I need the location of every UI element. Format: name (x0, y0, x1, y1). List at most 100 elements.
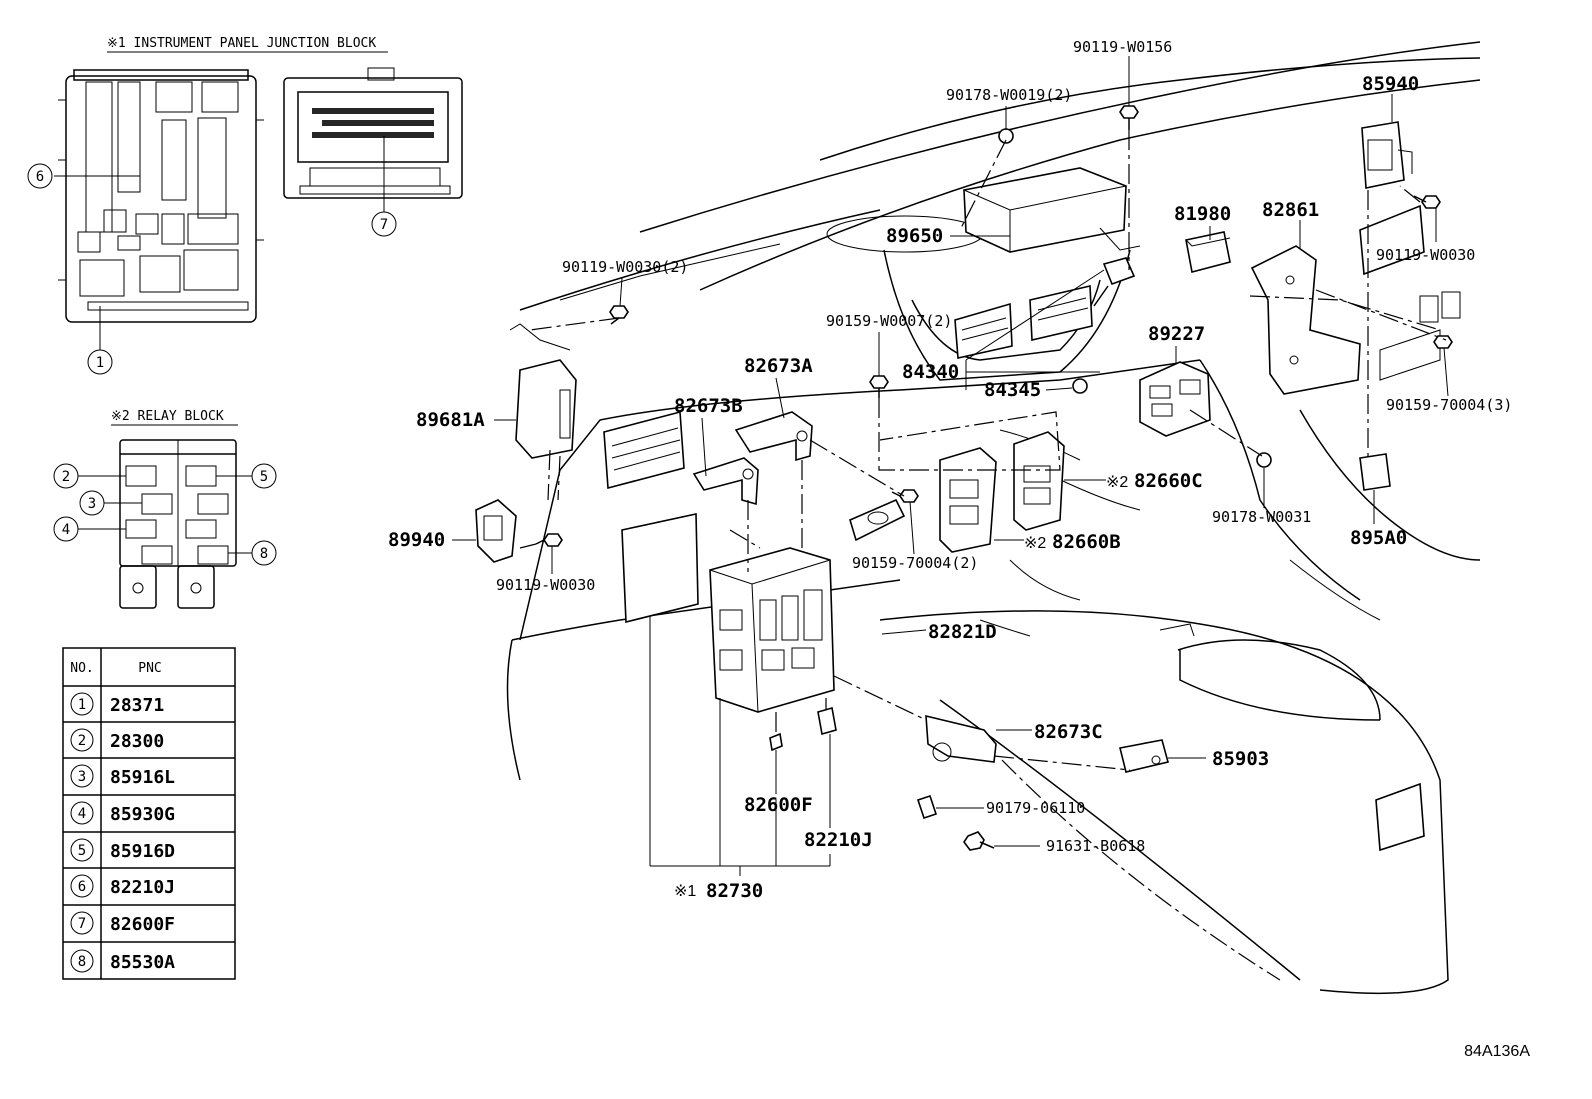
dashboard-outline (506, 41, 1481, 995)
table-row: 1 28371 (70, 692, 164, 716)
part-89650-module (963, 167, 1141, 253)
svg-text:85530A: 85530A (110, 952, 175, 973)
table-row: 6 82210J (70, 874, 175, 898)
part-ecu-plate (621, 513, 699, 624)
callout-8: 8 (260, 546, 268, 562)
label-82673b: 82673B (674, 395, 743, 417)
mark-2-82660c: ※2 (1106, 474, 1128, 491)
label-81980: 81980 (1174, 203, 1231, 225)
label-90159-70004-2: 90159-70004(2) (852, 554, 978, 572)
svg-text:28300: 28300 (110, 731, 164, 752)
callout-7: 7 (380, 217, 388, 233)
part-82210j-relay (817, 706, 837, 736)
part-90119-w0030-bolt-left (535, 533, 563, 547)
label-85940: 85940 (1362, 73, 1419, 95)
label-90119-w0156: 90119-W0156 (1073, 38, 1172, 56)
callout-2: 2 (62, 469, 70, 485)
svg-text:2: 2 (78, 733, 86, 749)
part-91631-b0618-bolt (963, 831, 995, 851)
junction-block-top-view (283, 67, 463, 199)
table-row: 2 28300 (70, 728, 164, 752)
junction-block-legend: ※1 INSTRUMENT PANEL JUNCTION BLOCK (27, 36, 463, 375)
label-89227: 89227 (1148, 323, 1205, 345)
callout-4: 4 (62, 522, 70, 538)
label-82673a: 82673A (744, 355, 813, 377)
part-82600f-fuse (769, 732, 783, 752)
label-89681a: 89681A (416, 409, 485, 431)
label-90119-w0030-left: 90119-W0030 (496, 576, 595, 594)
label-82660b: 82660B (1052, 531, 1121, 553)
assembly-lines (519, 130, 1447, 981)
part-82673a-bracket (734, 411, 813, 462)
svg-text:85916D: 85916D (110, 841, 175, 862)
part-90159-w0007-bolt (869, 375, 889, 398)
callout-5: 5 (260, 469, 268, 485)
svg-text:4: 4 (78, 806, 86, 822)
part-90159-70004-bolt-center (891, 489, 919, 503)
label-90178-w0031: 90178-W0031 (1212, 508, 1311, 526)
label-82600f: 82600F (744, 794, 813, 816)
part-89681a-module (509, 323, 577, 459)
svg-text:3: 3 (78, 769, 86, 785)
svg-text:85916L: 85916L (110, 767, 175, 788)
figure-reference: 84A136A (1464, 1043, 1530, 1060)
table-row: 5 85916D (70, 838, 175, 862)
part-labels: 90119-W0156 90178-W0019(2) 85940 81980 8… (388, 38, 1512, 902)
label-82821d: 82821D (928, 621, 997, 643)
part-90119-w0030-bolt-top (609, 305, 629, 325)
part-90159-70004-bolt-right (1433, 335, 1453, 349)
label-85903: 85903 (1212, 748, 1269, 770)
part-82673c-bracket (925, 714, 997, 763)
relay-block-drawing (119, 439, 237, 609)
part-85940-relay (1361, 121, 1413, 189)
part-82730-junction-block (709, 547, 835, 713)
label-90159-70004-3: 90159-70004(3) (1386, 396, 1512, 414)
callout-6: 6 (36, 169, 44, 185)
label-90159-w0007: 90159-W0007(2) (826, 312, 952, 330)
relay-block-legend: ※2 RELAY BLOCK 2 3 4 (53, 409, 277, 609)
part-84345-clip (1072, 378, 1088, 394)
part-82861-bracket (1250, 245, 1361, 395)
junction-block-title: ※1 INSTRUMENT PANEL JUNCTION BLOCK (107, 36, 376, 51)
part-89227-block (1139, 361, 1211, 437)
label-90119-w0030-right: 90119-W0030 (1376, 246, 1475, 264)
leader-lines (452, 56, 1449, 876)
svg-text:7: 7 (78, 916, 86, 932)
pnc-table: NO. PNC 1 28371 2 28300 3 85916L 4 85930… (62, 647, 236, 980)
label-82210j: 82210J (804, 829, 873, 851)
table-row: 7 82600F (70, 911, 175, 935)
label-90119-w0030-2: 90119-W0030(2) (562, 258, 688, 276)
part-82660b-relay-block (939, 447, 997, 553)
part-89940-sensor (475, 499, 517, 563)
part-85903-relay (1119, 739, 1169, 773)
part-82673b-bracket (692, 457, 759, 506)
parts (475, 105, 1453, 851)
label-90179-06110: 90179-06110 (986, 799, 1085, 817)
junction-block-drawing (58, 69, 264, 323)
label-89940: 89940 (388, 529, 445, 551)
part-90179-06110-nut (916, 794, 938, 820)
part-90119-w0156-bolt (1119, 105, 1139, 130)
table-header-pnc: PNC (138, 661, 161, 676)
table-row: 8 85530A (70, 949, 175, 973)
part-81980-relay (1185, 231, 1231, 273)
part-82660c-relay-block (1013, 431, 1065, 531)
callout-1: 1 (96, 355, 104, 371)
label-84340: 84340 (902, 361, 959, 383)
svg-text:1: 1 (78, 697, 86, 713)
mark-2-82660b: ※2 (1024, 535, 1046, 552)
svg-text:5: 5 (78, 843, 86, 859)
table-row: 3 85916L (70, 764, 175, 788)
callout-3: 3 (88, 496, 96, 512)
part-895a0-relay (1359, 453, 1391, 491)
mark-1-82730: ※1 (674, 883, 696, 900)
svg-text:82210J: 82210J (110, 877, 175, 898)
svg-text:82600F: 82600F (110, 914, 175, 935)
svg-text:85930G: 85930G (110, 804, 175, 825)
table-header-no: NO. (70, 661, 93, 676)
svg-text:8: 8 (78, 954, 86, 970)
label-91631-b0618: 91631-B0618 (1046, 837, 1145, 855)
label-90178-w0019: 90178-W0019(2) (946, 86, 1072, 104)
label-82730: 82730 (706, 880, 763, 902)
